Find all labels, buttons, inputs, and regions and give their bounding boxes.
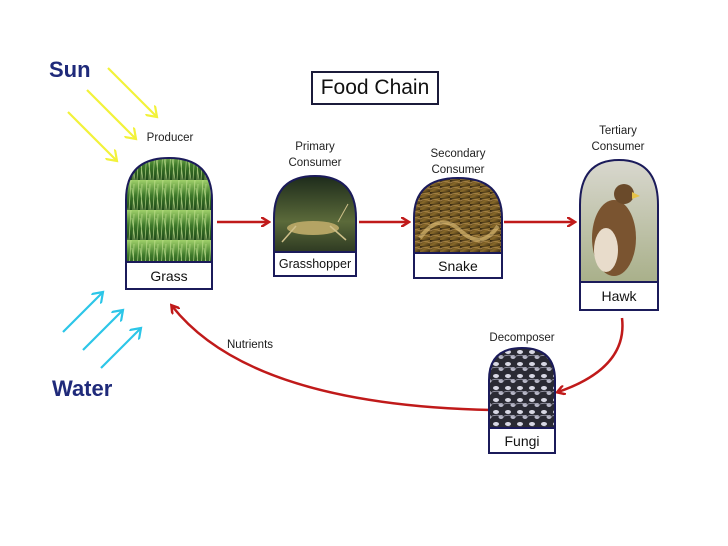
hawk-name-label: Hawk bbox=[581, 283, 657, 309]
arrow-fungi-to-grass bbox=[172, 306, 493, 412]
diagram-title: Food Chain bbox=[311, 71, 439, 105]
primary-consumer-role-label: Primary Consumer bbox=[288, 141, 342, 169]
snake-name-label: Snake bbox=[415, 254, 501, 277]
arrow-hawk-to-fungi bbox=[558, 317, 624, 392]
tertiary-consumer-role-label: Tertiary Consumer bbox=[591, 125, 645, 153]
decomposer-role-label: Decomposer bbox=[489, 332, 555, 344]
secondary-consumer-role-label: Secondary Consumer bbox=[430, 148, 486, 176]
sun-rays bbox=[67, 67, 157, 161]
water-rays bbox=[62, 292, 141, 369]
fungi-name-label: Fungi bbox=[490, 429, 554, 452]
energy-flow-arrows bbox=[172, 222, 624, 412]
water-label: Water bbox=[52, 376, 113, 401]
grasshopper-name-label: Grasshopper bbox=[275, 253, 355, 275]
sun-label: Sun bbox=[49, 57, 91, 82]
nutrients-label: Nutrients bbox=[227, 339, 274, 351]
producer-role-label: Producer bbox=[146, 132, 194, 144]
grass-name-label: Grass bbox=[127, 263, 211, 288]
